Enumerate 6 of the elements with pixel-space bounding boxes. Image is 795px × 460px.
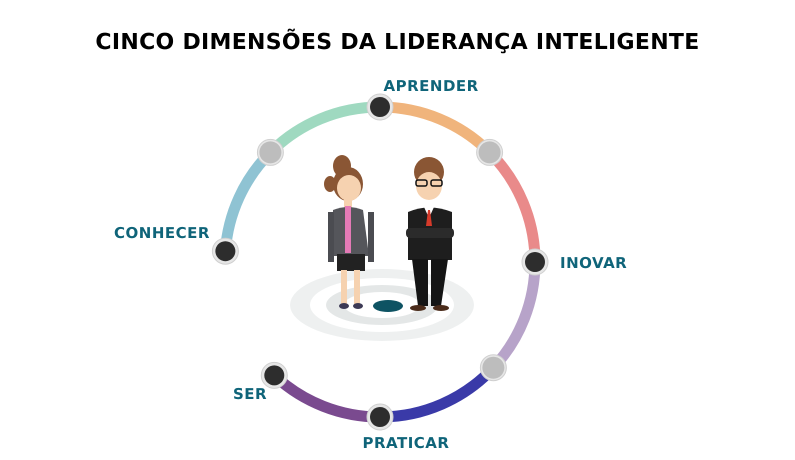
dimension-label: CONHECER — [114, 224, 210, 242]
title: CINCO DIMENSÕES DA LIDERANÇA INTELIGENTE — [94, 30, 701, 55]
dimension-label: INOVAR — [560, 254, 628, 272]
dimension-label: APRENDER — [384, 77, 479, 95]
dimension-label: SER — [233, 385, 268, 403]
dimension-label: PRATICAR — [362, 434, 450, 452]
